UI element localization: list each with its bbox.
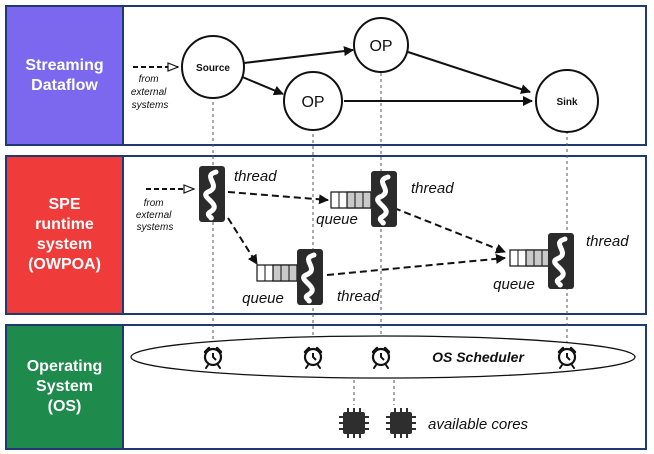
runtime-external-line-3: systems xyxy=(137,222,174,233)
cpu-core-icon xyxy=(385,407,417,439)
dataflow-external-line-3: systems xyxy=(132,100,169,111)
thread-label-4: thread xyxy=(586,233,629,250)
edge-source-op-upper xyxy=(243,46,354,64)
dataflow-layer-text: Streaming Dataflow xyxy=(25,56,104,94)
alarm-clock-icon xyxy=(371,346,391,370)
op-node-upper xyxy=(353,17,409,73)
dataflow-external-label: from external systems xyxy=(131,74,169,111)
edge-thread2-queue3 xyxy=(393,207,506,254)
available-cores-label: available cores xyxy=(428,416,529,433)
runtime-external-label: from external systems xyxy=(136,198,174,233)
op-node-lower-label: OP xyxy=(301,94,324,111)
queue-icon xyxy=(256,264,298,282)
source-node-label: Source xyxy=(196,63,230,74)
thread-label-3: thread xyxy=(337,288,380,305)
edge-source-op-lower xyxy=(239,75,284,96)
thread-label-2: thread xyxy=(411,180,454,197)
dataflow-external-line-1: from xyxy=(139,74,159,85)
os-scheduler-label: OS Scheduler xyxy=(432,349,525,365)
source-node xyxy=(181,35,245,99)
queue-label-3: queue xyxy=(493,276,535,293)
spe-layer-label: SPE runtime system (OWPOA) xyxy=(5,155,124,315)
thread-icon xyxy=(297,249,323,305)
thread-icon xyxy=(371,171,397,227)
queue-label-2: queue xyxy=(242,290,284,307)
dataflow-external-line-2: external xyxy=(131,87,167,98)
alarm-clock-icon xyxy=(557,346,577,370)
runtime-external-line-2: external xyxy=(136,210,172,221)
op-node-lower xyxy=(283,71,343,131)
queue-icon xyxy=(330,191,372,209)
edge-op-upper-sink xyxy=(407,51,531,94)
edge-thread1-queue2 xyxy=(227,217,258,265)
runtime-external-line-1: from xyxy=(144,198,164,209)
op-node-upper-label: OP xyxy=(369,38,392,55)
thread-icon xyxy=(548,233,574,289)
edge-thread1-queue1 xyxy=(227,191,329,205)
sink-node xyxy=(535,69,599,133)
os-layer-text: Operating System (OS) xyxy=(26,358,103,415)
sink-node-label: Sink xyxy=(556,97,578,108)
alarm-clock-icon xyxy=(303,346,323,370)
alarm-clock-icon xyxy=(203,346,223,370)
queue-label-1: queue xyxy=(316,211,358,228)
edge-thread3-queue3 xyxy=(326,253,506,276)
thread-icon xyxy=(199,166,225,222)
os-layer-label: Operating System (OS) xyxy=(5,324,124,450)
cpu-core-icon xyxy=(338,407,370,439)
queue-icon xyxy=(509,249,551,267)
thread-label-1: thread xyxy=(234,168,277,185)
dataflow-layer-label: Streaming Dataflow xyxy=(5,5,124,146)
spe-layer-text: SPE runtime system (OWPOA) xyxy=(28,196,101,273)
